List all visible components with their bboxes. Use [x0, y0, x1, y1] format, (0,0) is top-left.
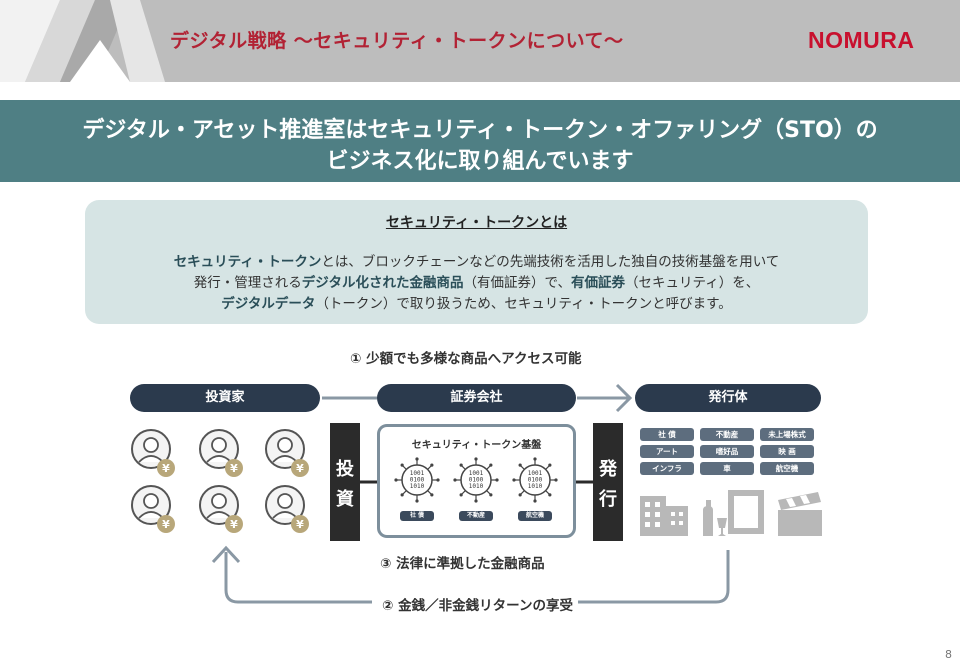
yen-symbol: ¥ [296, 462, 304, 475]
step-1-label: ① 少額でも多様な商品へアクセス可能 [350, 351, 582, 367]
issuer-asset-tag: 未上場株式 [760, 428, 814, 441]
yen-symbol: ¥ [162, 462, 170, 475]
platform-asset-tag: 航空機 [518, 511, 552, 521]
definition-line-3: デジタルデータ（トークン）で取り扱うため、セキュリティ・トークンと呼びます。 [85, 292, 868, 312]
chip-binary-text: 1010 [410, 483, 425, 490]
step-3-label: ③ 法律に準拠した金融商品 [380, 556, 545, 572]
issue-char-2: 行 [599, 489, 617, 510]
investor-avatar-icon: ¥ [131, 429, 175, 477]
chip-binary-text: 0100 [528, 477, 543, 484]
clapperboard-icon [778, 492, 822, 536]
investor-avatar-icon: ¥ [199, 429, 243, 477]
definition-line-1: セキュリティ・トークンとは、ブロックチェーンなどの先端技術を活用した独自の技術基… [85, 250, 868, 270]
yen-symbol: ¥ [162, 518, 170, 531]
chip-binary-text: 1010 [469, 483, 484, 490]
investors-pill: 投資家 [130, 384, 320, 412]
picture-frame-icon [728, 490, 764, 534]
investor-avatar-icon: ¥ [265, 429, 309, 477]
yen-coin-icon: ¥ [225, 515, 243, 533]
investor-avatar-icon: ¥ [199, 485, 243, 533]
headline-line-2: ビジネス化に取り組んでいます [326, 149, 634, 174]
issuer-asset-tag: 車 [700, 462, 754, 475]
investor-avatar-icon: ¥ [131, 485, 175, 533]
bottle-icon [703, 500, 727, 536]
definition-text: 発行・管理される [193, 275, 302, 291]
issuer-asset-tag: 航空機 [760, 462, 814, 475]
platform-asset-tag: 不動産 [459, 511, 493, 521]
definition-text: （セキュリティ）を、 [625, 275, 760, 291]
issuer-pill: 発行体 [635, 384, 821, 412]
definition-text: とは、ブロックチェーンなどの先端技術を活用した独自の技術基盤を用いて [321, 254, 780, 270]
yen-coin-icon: ¥ [225, 459, 243, 477]
chip-binary-text: 1010 [528, 483, 543, 490]
yen-coin-icon: ¥ [157, 515, 175, 533]
header-stripes-decoration [0, 0, 165, 82]
chip-binary-text: 1001 [410, 470, 425, 477]
issue-char-1: 発 [599, 459, 617, 480]
term-digital-financial-product: デジタル化された金融商品 [301, 275, 464, 291]
definition-title: セキュリティ・トークンとは [385, 215, 568, 231]
definition-text: （有価証券）で、 [463, 275, 571, 291]
yen-symbol: ¥ [230, 518, 238, 531]
yen-coin-icon: ¥ [291, 515, 309, 533]
issuer-asset-tag: インフラ [640, 462, 694, 475]
page-title: デジタル戦略 ～セキュリティ・トークンについて～ [170, 30, 624, 52]
headline-line-1: デジタル・アセット推進室はセキュリティ・トークン・オファリング（STO）の [82, 118, 878, 143]
definition-text: （トークン）で取り扱うため、セキュリティ・トークンと呼びます。 [315, 296, 732, 312]
definition-line-2: 発行・管理されるデジタル化された金融商品（有価証券）で、有価証券（セキュリティ）… [85, 271, 868, 291]
issuer-asset-tag: 嗜好品 [700, 445, 754, 458]
building-icon [640, 496, 688, 536]
yen-symbol: ¥ [296, 518, 304, 531]
headline-banner: デジタル・アセット推進室はセキュリティ・トークン・オファリング（STO）の ビジ… [0, 100, 960, 182]
yen-symbol: ¥ [230, 462, 238, 475]
yen-coin-icon: ¥ [291, 459, 309, 477]
term-digital-data: デジタルデータ [221, 296, 316, 312]
step-2-label: ② 金銭／非金銭リターンの享受 [378, 594, 577, 614]
issuer-asset-tag: 社 債 [640, 428, 694, 441]
broker-pill: 証券会社 [377, 384, 576, 412]
term-security-token: セキュリティ・トークン [173, 254, 322, 270]
chip-binary-text: 0100 [469, 477, 484, 484]
platform-title: セキュリティ・トークン基盤 [411, 440, 542, 451]
chip-binary-text: 1001 [469, 470, 484, 477]
nomura-logo: NOMURA [808, 27, 915, 53]
term-securities: 有価証券 [571, 275, 625, 291]
issue-box: 発 行 [593, 423, 623, 541]
issuer-asset-tag: アート [640, 445, 694, 458]
header-bar [0, 0, 960, 82]
chip-binary-text: 0100 [410, 477, 425, 484]
issuer-asset-tags: 社 債不動産未上場株式アート嗜好品映 画インフラ車航空機 [640, 428, 830, 478]
invest-char-2: 資 [336, 489, 354, 510]
investor-avatar-icon: ¥ [265, 485, 309, 533]
chip-binary-text: 1001 [528, 470, 543, 477]
issuer-asset-tag: 映 画 [760, 445, 814, 458]
issuer-asset-icons [640, 490, 822, 536]
yen-coin-icon: ¥ [157, 459, 175, 477]
platform-asset-tag: 社 債 [400, 511, 434, 521]
definition-box: セキュリティ・トークンとは セキュリティ・トークンとは、ブロックチェーンなどの先… [85, 200, 868, 324]
invest-char-1: 投 [336, 459, 354, 480]
invest-box: 投 資 [330, 423, 360, 541]
page-number: 8 [945, 648, 952, 661]
investors-group: ¥ ¥ ¥ ¥ ¥ ¥ [130, 428, 330, 538]
issuer-asset-tag: 不動産 [700, 428, 754, 441]
